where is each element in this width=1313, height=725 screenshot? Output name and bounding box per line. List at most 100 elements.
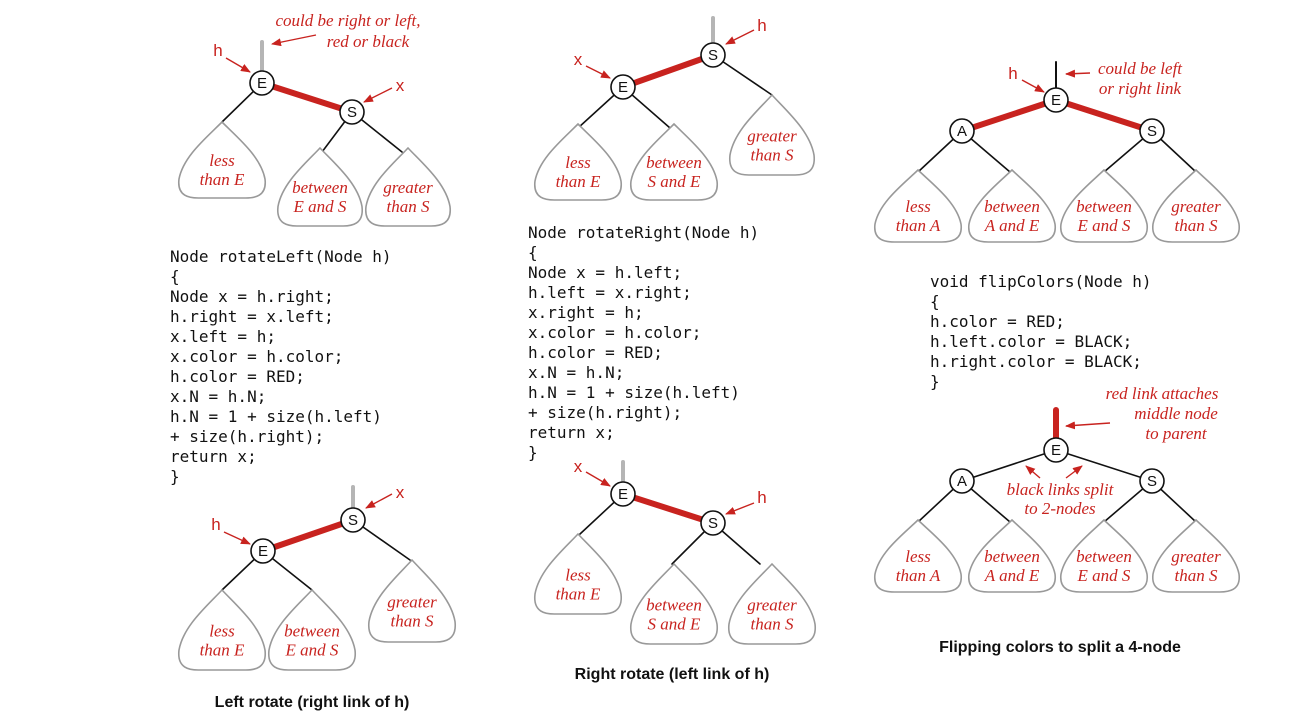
middle-top-subtree-between-se [630,122,718,201]
left-top-label-x: x [396,76,405,95]
right-code-line-3: h.color = RED; [930,312,1065,331]
middle-top-subtree-less-e-line2: than E [556,172,601,191]
middle-bottom-subtree-less-e [534,532,622,615]
right-annotation-top-arrow [1065,69,1091,78]
middle-top-subtree-less-e-line1: less [565,153,591,172]
left-top-node-e [249,70,275,96]
left-bottom-subtree-greater-s-line1: greater [387,593,437,612]
middle-top-subtree-between-se-line2: S and E [648,172,702,191]
right-top-subtree-less-a-line2: than A [896,216,941,235]
left-top-arrow-h [225,57,251,73]
middle-bottom-subtree-greater-s [728,562,816,645]
left-code-line-1: Node rotateLeft(Node h) [170,247,392,266]
right-annotation-bottom-arrow [1065,421,1111,430]
left-bottom-subtree-greater-s-line2: than S [391,612,434,631]
middle-top-label-h: h [757,16,766,35]
right-bottom-subtree-greater-s [1152,518,1240,593]
middle-top-node-e-label: E [618,79,628,96]
left-bottom-subtree-less-e [178,588,266,671]
right-bottom-node-e-label: E [1051,442,1061,459]
right-top-subtree-between-ae [968,168,1056,243]
middle-code-line-1: Node rotateRight(Node h) [528,223,759,242]
left-code-line-5: x.left = h; [170,327,276,346]
left-caption: Left rotate (right link of h) [215,694,410,711]
right-annotation-top-line1: could be left [1098,59,1183,78]
right-top-subtree-less-a-line1: less [905,197,931,216]
right-bottom-subtree-greater-s-line1: greater [1171,547,1221,566]
right-top-arrow-h [1021,79,1045,93]
middle-bottom-node-e [610,481,636,507]
left-top-subtree-between-es-line2: E and S [293,197,347,216]
middle-bottom-label-x: x [574,457,583,476]
right-code-line-4: h.left.color = BLACK; [930,332,1132,351]
middle-top-arrow-h [725,29,755,45]
right-top-node-a-label: A [957,123,967,140]
right-bottom-link-e-a [961,449,1057,482]
right-code-line-6: } [930,372,940,391]
right-bottom-subtree-between-ae-line2: A and E [984,566,1040,585]
middle-code-line-4: h.left = x.right; [528,283,692,302]
middle-bottom-label-h: h [757,488,766,507]
middle-code-line-2: { [528,243,538,262]
right-bottom-subtree-between-ae-line1: between [984,547,1040,566]
left-bottom-subtree-less-e-line1: less [209,621,235,640]
right-code-line-2: { [930,292,940,311]
middle-code-line-11: return x; [528,423,615,442]
right-bottom-node-e [1043,437,1069,463]
left-top-subtree-greater-s-line1: greater [383,178,433,197]
left-annotation-line2: red or black [327,32,410,51]
left-annotation-line1: could be right or left, [276,11,421,30]
left-top-subtree-less-e [178,120,266,199]
middle-bottom-subtree-between-se-line2: S and E [648,614,702,633]
left-top-node-s [339,99,365,125]
middle-top-subtree-less-e [534,122,622,201]
right-annotation-split-line2: to 2-nodes [1024,499,1096,518]
middle-bottom-arrow-h [725,502,755,515]
right-top-subtree-less-a [874,168,962,243]
left-top-subtree-less-e-line2: than E [200,170,245,189]
middle-top-subtree-greater-s-line1: greater [747,126,797,145]
right-top-subtree-between-es [1060,168,1148,243]
left-top-subtree-between-es [277,146,363,227]
middle-top-node-e [610,74,636,100]
middle-code-line-5: x.right = h; [528,303,644,322]
left-bottom-node-e-label: E [258,543,268,560]
right-bottom-subtree-between-es-line2: E and S [1077,566,1131,585]
left-code-line-9: h.N = 1 + size(h.left) [170,407,382,426]
left-code-line-7: h.color = RED; [170,367,305,386]
left-top-subtree-greater-s-line2: than S [387,197,430,216]
left-bottom-subtree-greater-s [368,558,456,643]
right-annotation-top-line2: or right link [1099,79,1182,98]
right-code-line-5: h.right.color = BLACK; [930,352,1142,371]
left-bottom-label-h: h [211,515,220,534]
middle-bottom-subtree-between-se [630,562,718,645]
right-bottom-subtree-greater-s-line2: than S [1175,566,1218,585]
middle-bottom-subtree-between-se-line1: between [646,595,702,614]
left-code-line-11: return x; [170,447,257,466]
middle-bottom-subtree-less-e-line1: less [565,565,591,584]
right-top-subtree-between-ae-line2: A and E [984,216,1040,235]
right-bottom-link-e-s [1055,449,1153,482]
middle-top-subtree-greater-s-line2: than S [751,145,794,164]
right-top-label-h: h [1008,64,1017,83]
left-top-label-h: h [213,41,222,60]
right-bottom-subtree-less-a-line2: than A [896,566,941,585]
right-top-node-a [949,118,975,144]
right-top-subtree-between-es-line2: E and S [1077,216,1131,235]
middle-top-red-link [620,52,716,90]
right-annotation-bottom-line2: middle node [1134,404,1218,423]
left-bottom-subtree-between-es-line2: E and S [285,640,339,659]
left-top-arrow-x [363,87,393,103]
left-code-line-4: h.right = x.left; [170,307,334,326]
left-top-node-e-label: E [257,75,267,92]
left-code-line-3: Node x = h.right; [170,287,334,306]
left-top-red-link [259,80,355,115]
left-code-line-10: + size(h.right); [170,427,324,446]
middle-code-line-8: x.N = h.N; [528,363,624,382]
middle-bottom-subtree-greater-s-line1: greater [747,595,797,614]
right-top-subtree-greater-s-line2: than S [1175,216,1218,235]
left-bottom-subtree-between-es-line1: between [284,621,340,640]
middle-code-line-9: h.N = 1 + size(h.left) [528,383,740,402]
